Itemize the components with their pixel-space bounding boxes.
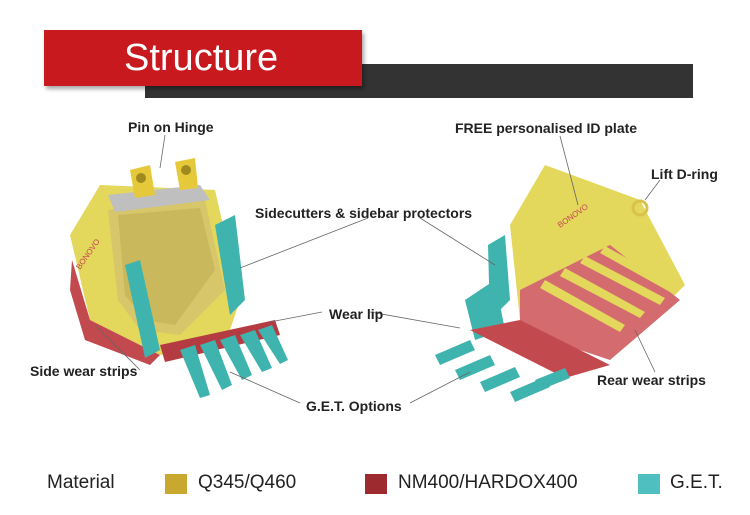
rear-wear-strip bbox=[600, 246, 675, 292]
left-tooth bbox=[180, 345, 210, 398]
page-title: Structure bbox=[44, 30, 362, 86]
legend-swatch-nm400 bbox=[365, 474, 387, 494]
left-bucket-sidecutter bbox=[215, 215, 245, 315]
callout-rear-wear-strips: Rear wear strips bbox=[597, 372, 706, 388]
rear-wear-strip bbox=[560, 268, 645, 318]
callout-free-id-plate: FREE personalised ID plate bbox=[455, 120, 638, 136]
callout-get-options: G.E.T. Options bbox=[306, 398, 402, 414]
callout-lift-d-ring: Lift D-ring bbox=[651, 166, 718, 182]
right-tooth bbox=[480, 367, 520, 392]
legend-label-q345: Q345/Q460 bbox=[198, 472, 297, 493]
rear-wear-strip bbox=[540, 280, 625, 332]
rear-wear-strip bbox=[580, 256, 665, 305]
left-tooth bbox=[220, 335, 252, 380]
left-bucket-illustration: BONOVO bbox=[70, 158, 288, 398]
right-bucket-illustration: BONOVO bbox=[435, 165, 685, 402]
left-bucket-top-plate bbox=[108, 185, 210, 212]
callout-pin-on-hinge: Pin on Hinge bbox=[128, 119, 214, 135]
left-bucket-side-wear bbox=[70, 260, 160, 365]
legend-heading: Material bbox=[47, 472, 115, 493]
legend-swatch-get bbox=[638, 474, 660, 494]
lift-d-ring bbox=[631, 199, 649, 217]
callout-wear-lip: Wear lip bbox=[329, 306, 384, 322]
right-tooth bbox=[435, 340, 475, 365]
left-tooth bbox=[258, 325, 288, 364]
callout-side-wear-strips: Side wear strips bbox=[30, 363, 138, 379]
left-tooth bbox=[240, 330, 272, 372]
legend-label-get: G.E.T. bbox=[670, 472, 723, 493]
left-tooth bbox=[200, 340, 232, 390]
legend-label-nm400: NM400/HARDOX400 bbox=[398, 472, 578, 493]
callout-sidecutters: Sidecutters & sidebar protectors bbox=[255, 205, 473, 221]
right-tooth bbox=[535, 368, 570, 390]
right-tooth bbox=[455, 355, 495, 380]
callout-leader-lines bbox=[94, 134, 661, 404]
legend-swatch-q345 bbox=[165, 474, 187, 494]
